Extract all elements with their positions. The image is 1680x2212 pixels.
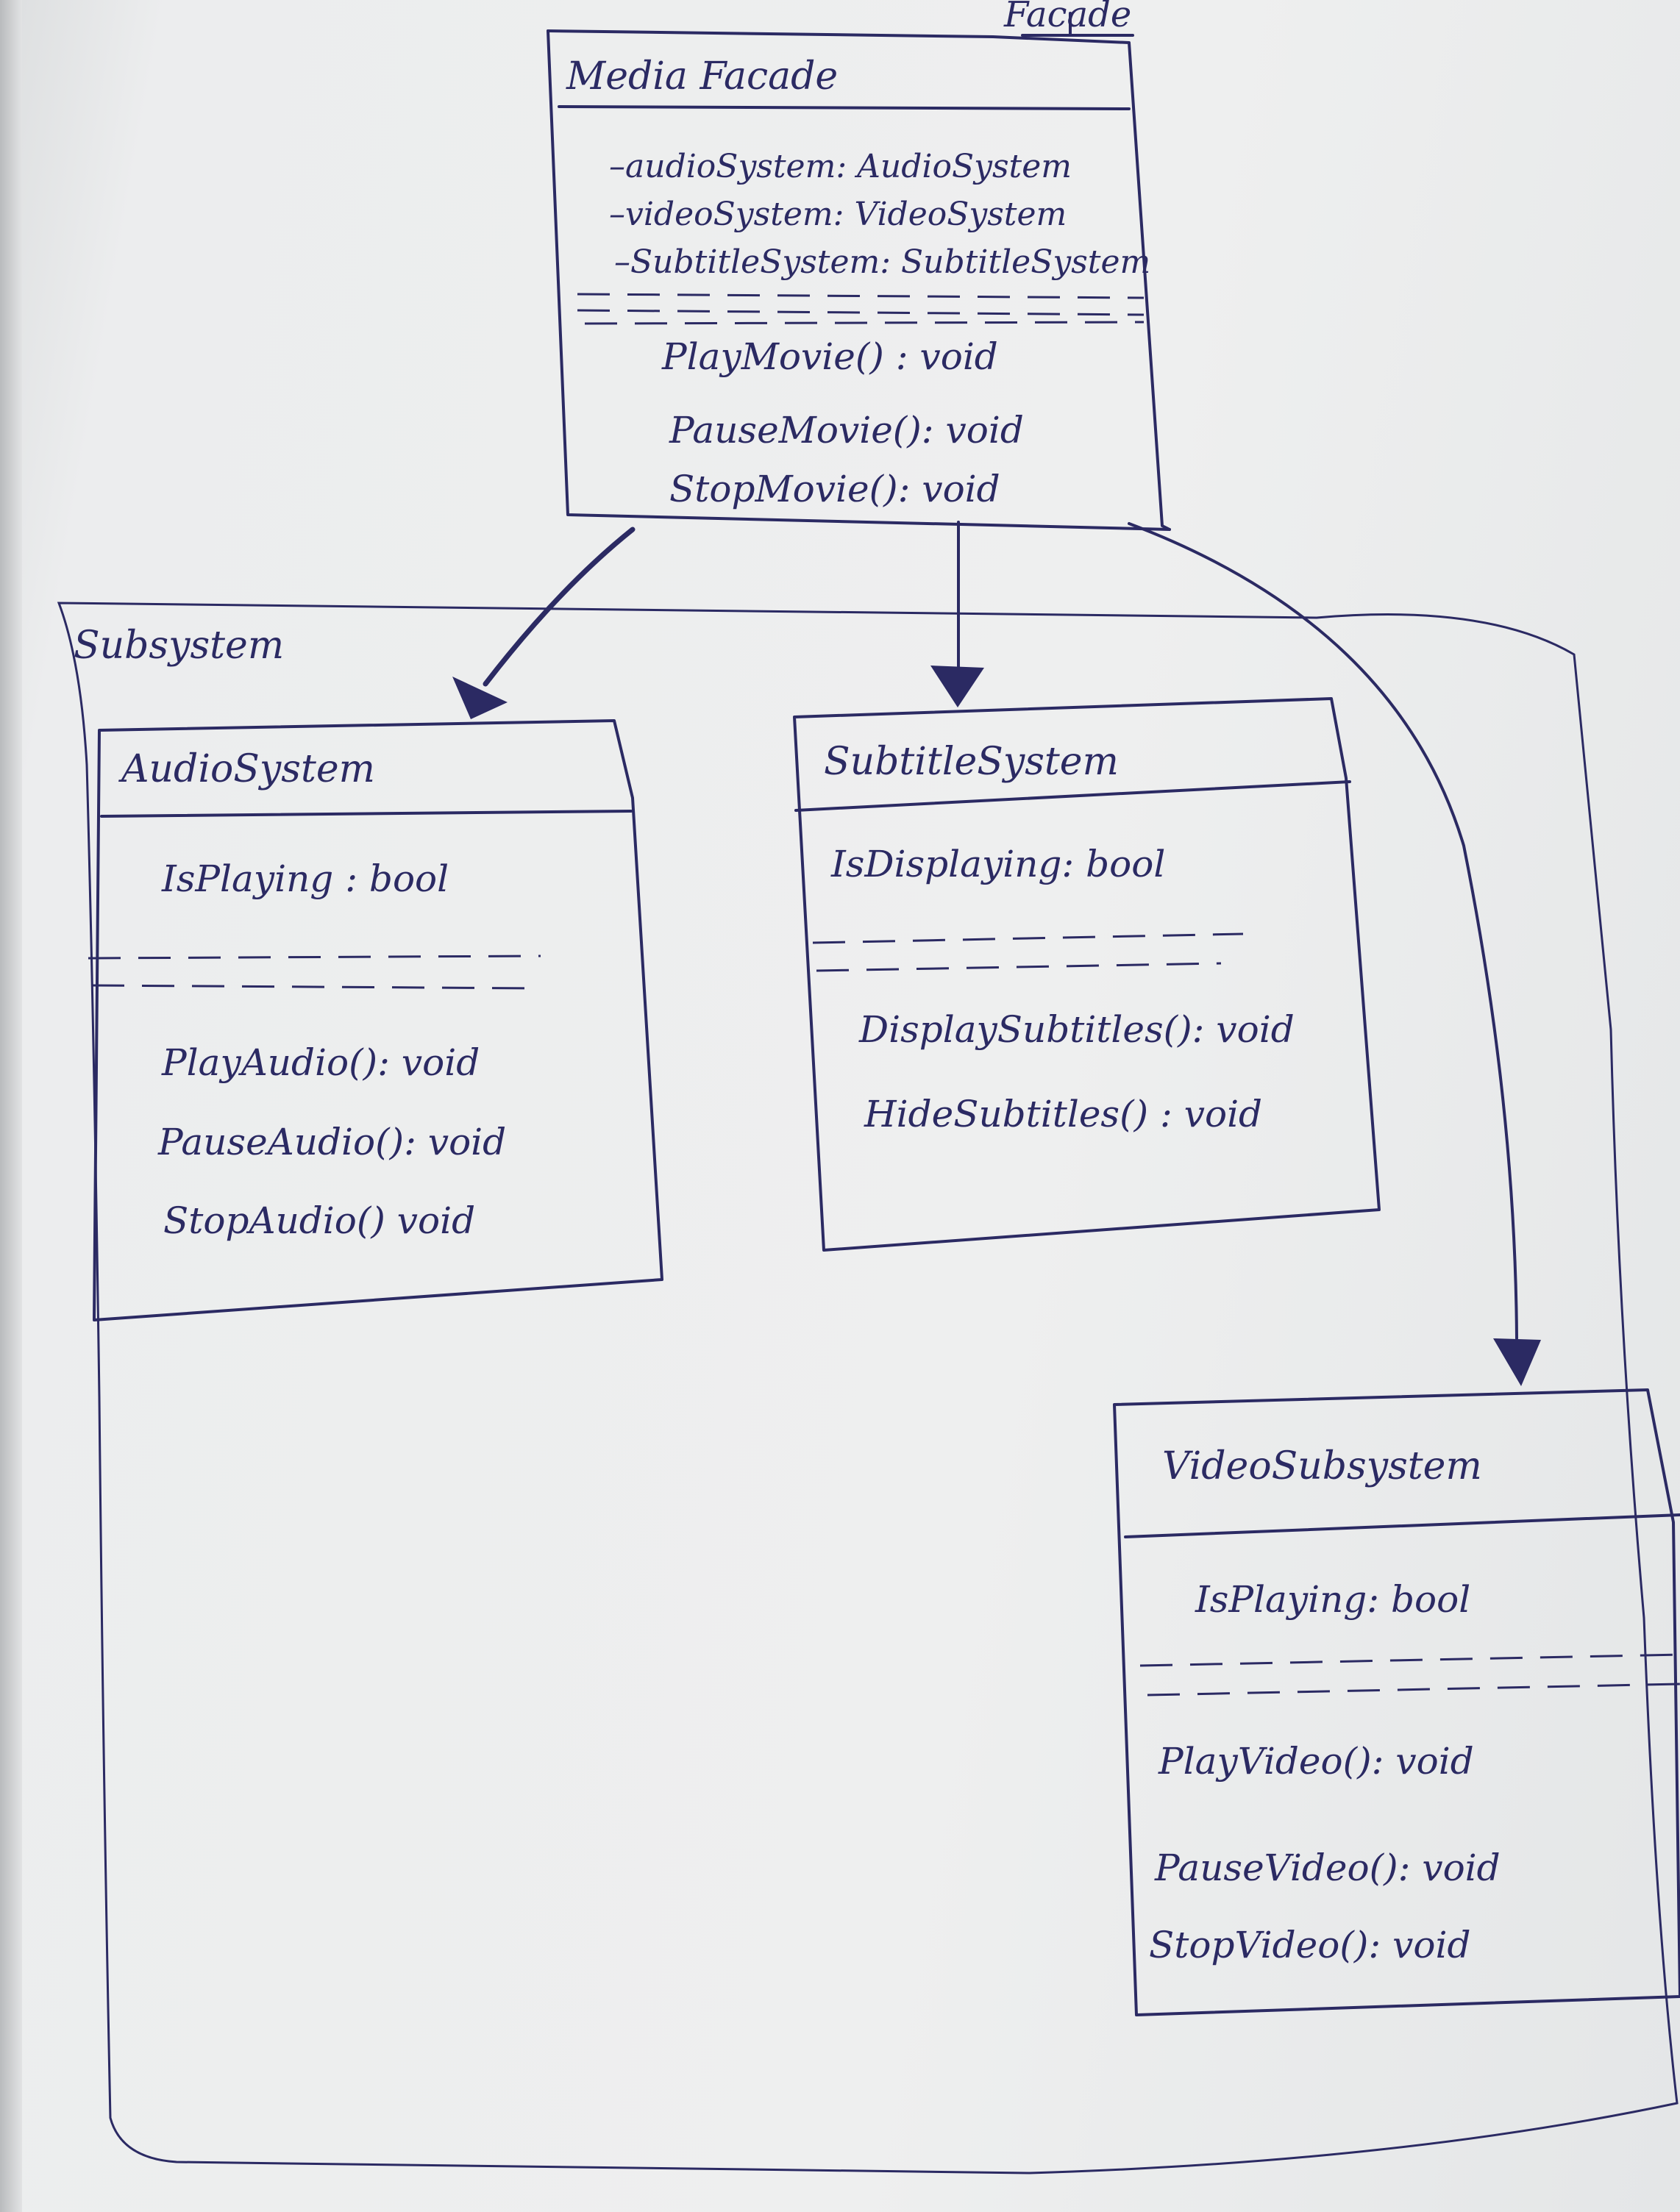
facade-class-box <box>547 12 1171 531</box>
video-method: PauseVideo(): void <box>1155 1847 1501 1889</box>
facade-attribute: –SubtitleSystem: SubtitleSystem <box>614 243 1151 281</box>
audio-class-box <box>88 719 663 1321</box>
group-label: Subsystem <box>74 624 285 668</box>
facade-class-name: Media Facade <box>566 54 839 99</box>
subtitle-attribute: IsDisplaying: bool <box>831 843 1166 885</box>
subtitle-class-box <box>793 697 1381 1252</box>
audio-class-name: AudioSystem <box>121 747 375 791</box>
subtitle-class-name: SubtitleSystem <box>824 740 1119 784</box>
facade-method: PlayMovie() : void <box>662 335 998 378</box>
video-attribute: IsPlaying: bool <box>1195 1578 1471 1621</box>
arrow-facade-to-video <box>1128 522 1518 1340</box>
arrowhead-subtitle <box>930 666 984 707</box>
audio-attribute: IsPlaying : bool <box>162 857 449 900</box>
audio-method: PauseAudio(): void <box>158 1121 507 1163</box>
arrow-facade-to-audio <box>483 527 636 687</box>
audio-method: StopAudio() void <box>163 1199 476 1242</box>
video-method: PlayVideo(): void <box>1158 1740 1474 1783</box>
facade-attribute: –audioSystem: AudioSystem <box>609 148 1072 185</box>
paper-edge <box>0 0 22 2212</box>
facade-method: PauseMovie(): void <box>669 409 1024 452</box>
video-class-box <box>1113 1388 1680 2016</box>
audio-method: PlayAudio(): void <box>162 1041 480 1084</box>
arrowhead-audio <box>452 677 508 719</box>
arrowhead-video <box>1493 1338 1541 1386</box>
facade-attribute: –videoSystem: VideoSystem <box>609 196 1067 233</box>
video-class-name: VideoSubsystem <box>1162 1444 1482 1488</box>
stereotype-label: Facade <box>1004 0 1132 35</box>
subtitle-method: DisplaySubtitles(): void <box>859 1008 1295 1051</box>
subtitle-method: HideSubtitles() : void <box>864 1093 1263 1135</box>
facade-method: StopMovie(): void <box>669 468 1000 510</box>
video-method: StopVideo(): void <box>1149 1924 1471 1966</box>
